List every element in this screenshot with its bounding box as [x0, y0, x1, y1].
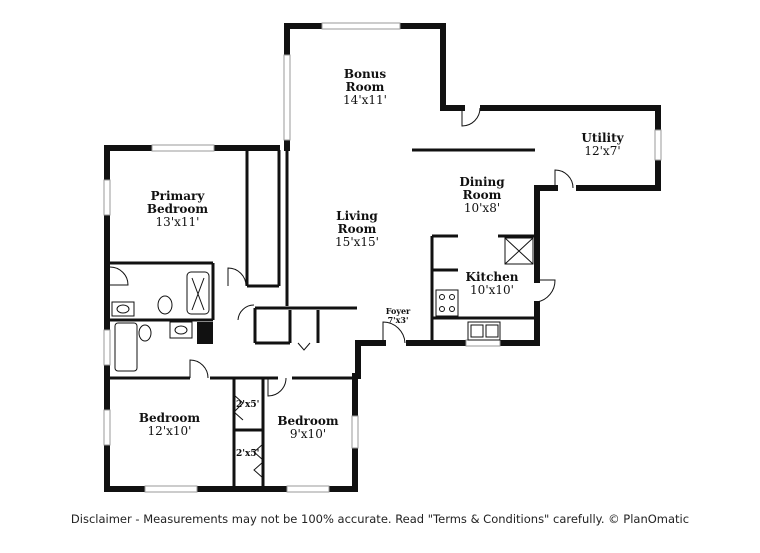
room-label-foyer: Foyer 7'x3' — [378, 307, 418, 325]
room-name-line1: Living — [336, 209, 378, 223]
room-dims: 9'x10' — [289, 427, 327, 441]
doors — [109, 107, 574, 479]
room-dims: 12'x10' — [147, 424, 192, 438]
room-label-living: Living Room 15'x15' — [312, 210, 402, 249]
interior-walls — [107, 148, 535, 489]
room-label-utility: Utility 12'x7' — [560, 132, 645, 158]
room-name: Bedroom — [138, 411, 201, 425]
room-name: Kitchen — [465, 270, 519, 284]
room-dims: 7'x3' — [387, 315, 409, 325]
room-dims: 14'x11' — [343, 93, 387, 107]
room-name-line2: Room — [337, 222, 377, 236]
closet-label-upper: 2'x5' — [236, 400, 260, 410]
room-dims: 10'x10' — [470, 283, 514, 297]
closet-label-lower: 2'x5' — [236, 449, 260, 459]
room-label-dining: Dining Room 10'x8' — [437, 176, 527, 215]
room-name: Foyer — [385, 306, 411, 316]
room-name-line1: Primary — [150, 189, 205, 203]
room-name-line2: Room — [462, 188, 502, 202]
room-name-line1: Dining — [459, 175, 505, 189]
room-dims: 15'x15' — [335, 235, 379, 249]
room-name: Utility — [581, 131, 624, 145]
room-name-line2: Bedroom — [146, 202, 209, 216]
room-dims: 13'x11' — [155, 215, 200, 229]
room-dims: 12'x7' — [584, 144, 621, 158]
fixtures — [111, 237, 534, 372]
room-label-kitchen: Kitchen 10'x10' — [452, 271, 532, 297]
room-label-bedroom-left: Bedroom 12'x10' — [122, 412, 217, 438]
room-name: Bedroom — [277, 414, 339, 428]
thick-bath-wall — [197, 322, 213, 344]
room-name-line1: Bonus — [343, 67, 387, 81]
room-label-bonus: Bonus Room 14'x11' — [320, 68, 410, 107]
room-label-primary-bedroom: Primary Bedroom 13'x11' — [130, 190, 225, 229]
room-name-line2: Room — [345, 80, 385, 94]
disclaimer-text: Disclaimer - Measurements may not be 100… — [70, 512, 690, 526]
room-label-bedroom-right: Bedroom 9'x10' — [263, 415, 353, 441]
room-dims: 10'x8' — [463, 201, 501, 215]
windows — [103, 22, 662, 493]
